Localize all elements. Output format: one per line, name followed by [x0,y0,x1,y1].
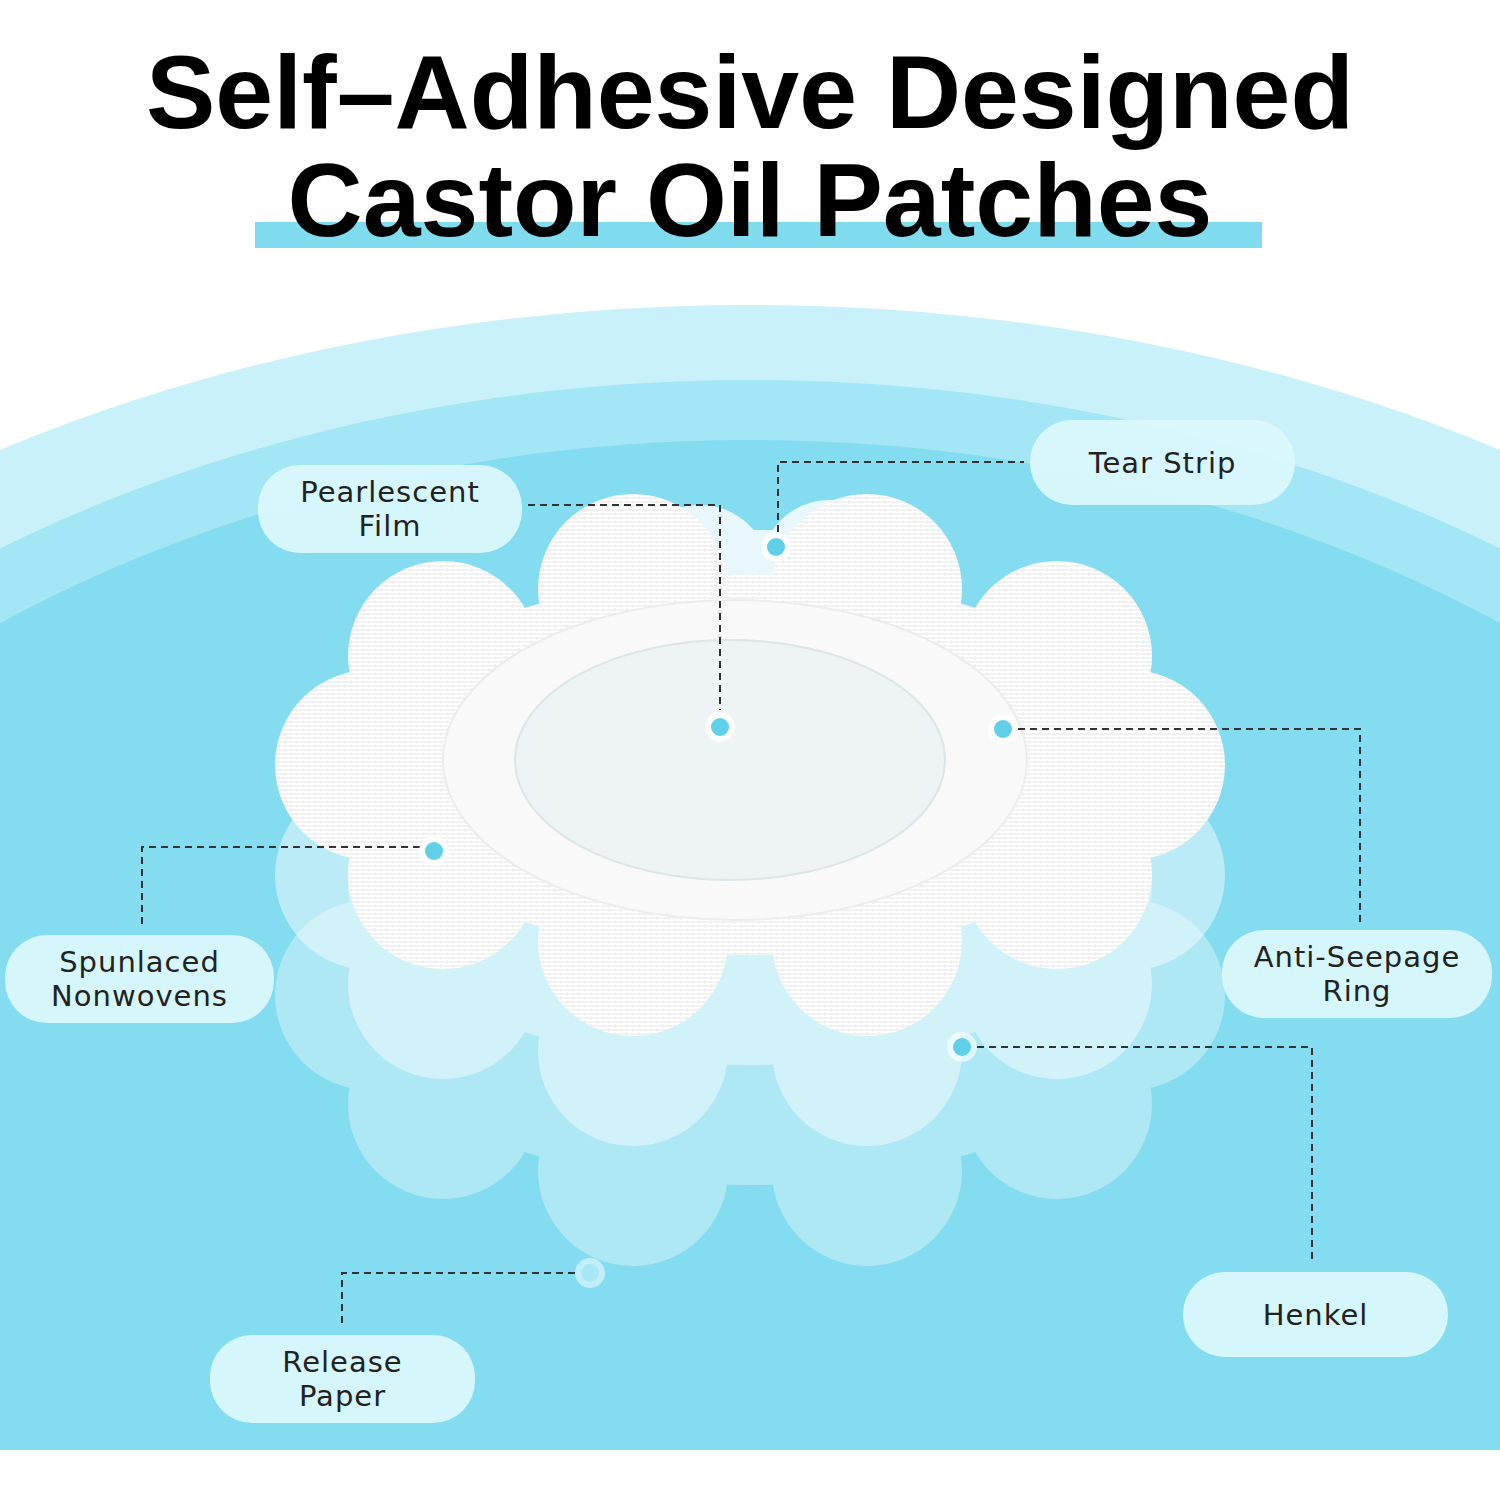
part-label: Tear Strip [1089,446,1237,480]
label-pill: Release Paper [210,1335,475,1423]
part-label: Spunlaced Nonwovens [23,945,256,1013]
label-pill: Tear Strip [1030,420,1295,505]
label-pill: Henkel [1183,1272,1448,1357]
part-label: Anti-Seepage Ring [1240,940,1474,1008]
label-pill: Anti-Seepage Ring [1222,930,1492,1018]
label-pill: Pearlescent Film [258,465,522,553]
part-label: Release Paper [253,1345,433,1413]
part-label: Pearlescent Film [285,475,495,543]
label-pill: Spunlaced Nonwovens [5,935,274,1023]
part-label: Henkel [1263,1298,1369,1332]
title: Self–Adhesive Designed Castor Oil Patche… [50,38,1450,254]
